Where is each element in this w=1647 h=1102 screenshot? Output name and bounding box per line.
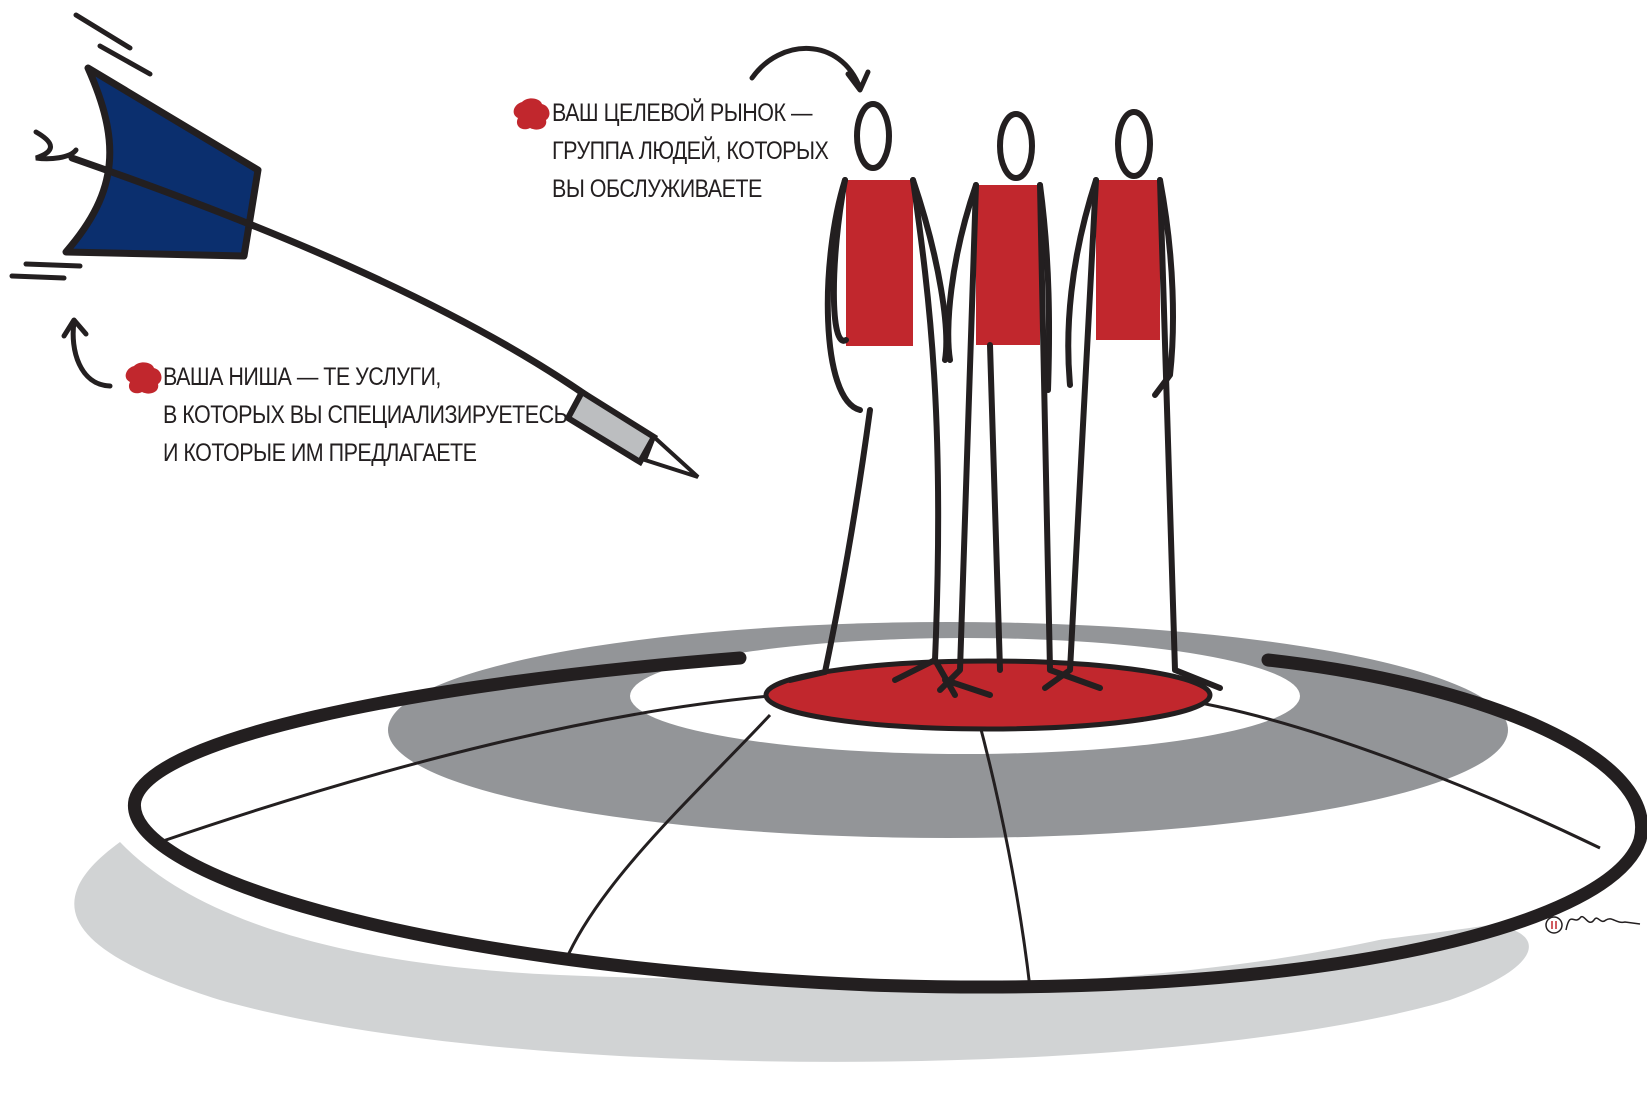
target-sector-lines [159,694,1601,989]
dart-barrel [564,387,659,467]
annotation-line: ВАША НИША — ТЕ УСЛУГИ, [163,363,441,391]
target-shadow [74,842,1529,1062]
dart-flight [62,64,262,260]
annotation-line: И КОТОРЫЕ ИМ ПРЕДЛАГАЕТЕ [163,439,477,467]
target-market-annotation: ВАШ ЦЕЛЕВОЙ РЫНОК — ГРУППА ЛЮДЕЙ, КОТОРЫ… [552,94,829,208]
annotation-line: ВАШ ЦЕЛЕВОЙ РЫНОК — [552,99,812,127]
curved-arrow-icon [749,45,871,93]
niche-annotation: ВАША НИША — ТЕ УСЛУГИ, В КОТОРЫХ ВЫ СПЕЦ… [163,358,568,472]
dart-icon [9,12,700,479]
dart-tip [642,433,700,479]
annotation-line: ВЫ ОБСЛУЖИВАЕТЕ [552,175,762,203]
signature-logo [1545,915,1641,934]
red-paint-bullet-icon [513,98,550,130]
person-figure-icon [937,111,1103,693]
annotation-line: ГРУППА ЛЮДЕЙ, КОТОРЫХ [552,137,829,165]
target-rim [128,651,1647,994]
red-paint-bullet-icon [125,362,162,394]
curved-arrow-icon [61,317,113,389]
annotation-line: В КОТОРЫХ ВЫ СПЕЦИАЛИЗИРУЕТЕСЬ [163,401,568,429]
person-figure-icon [1042,109,1223,691]
